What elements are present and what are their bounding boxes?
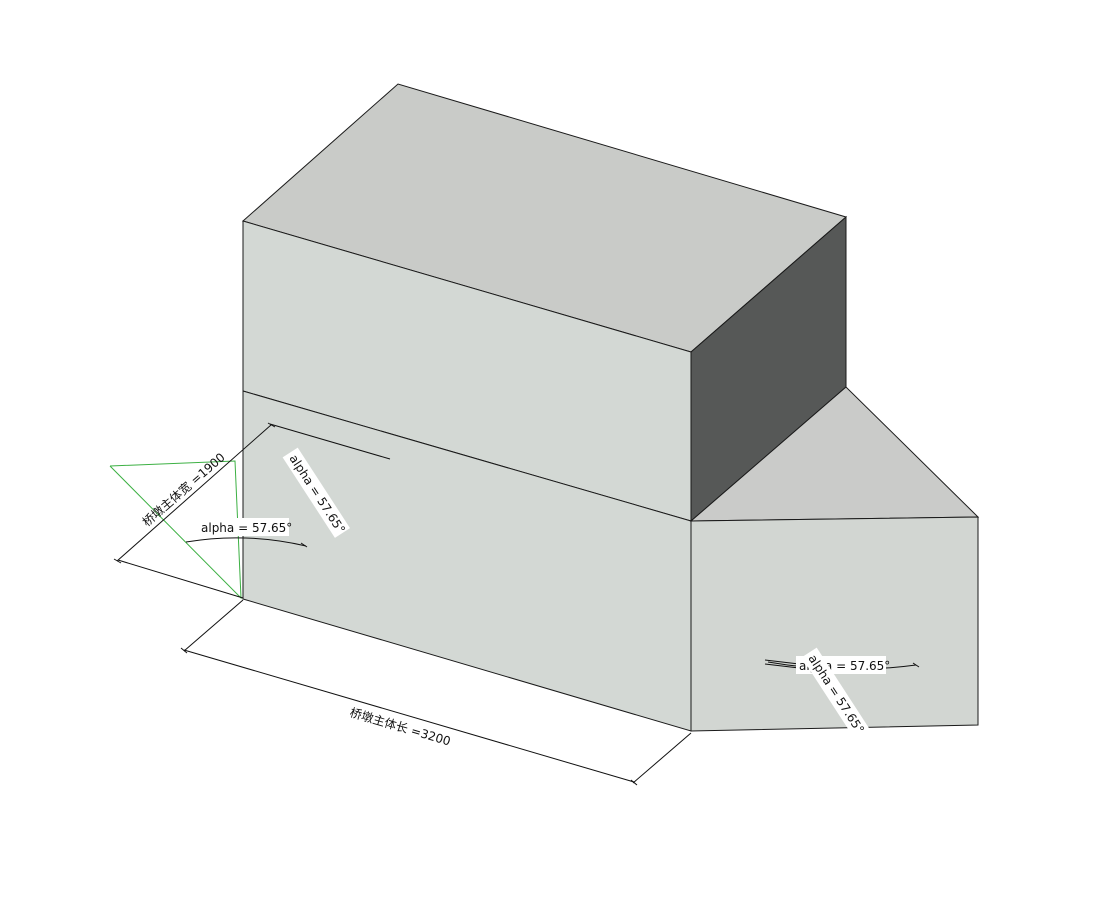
length-dimension-label: 桥墩主体长 =3200 [348,705,452,748]
wing-front-face[interactable] [690,516,979,732]
width-dimension-label: 桥墩主体宽 =1900 [139,449,228,529]
front-angle-label: alpha = 57.65° [201,521,292,535]
front-angle-annotation[interactable]: alpha = 57.65° [185,518,308,548]
